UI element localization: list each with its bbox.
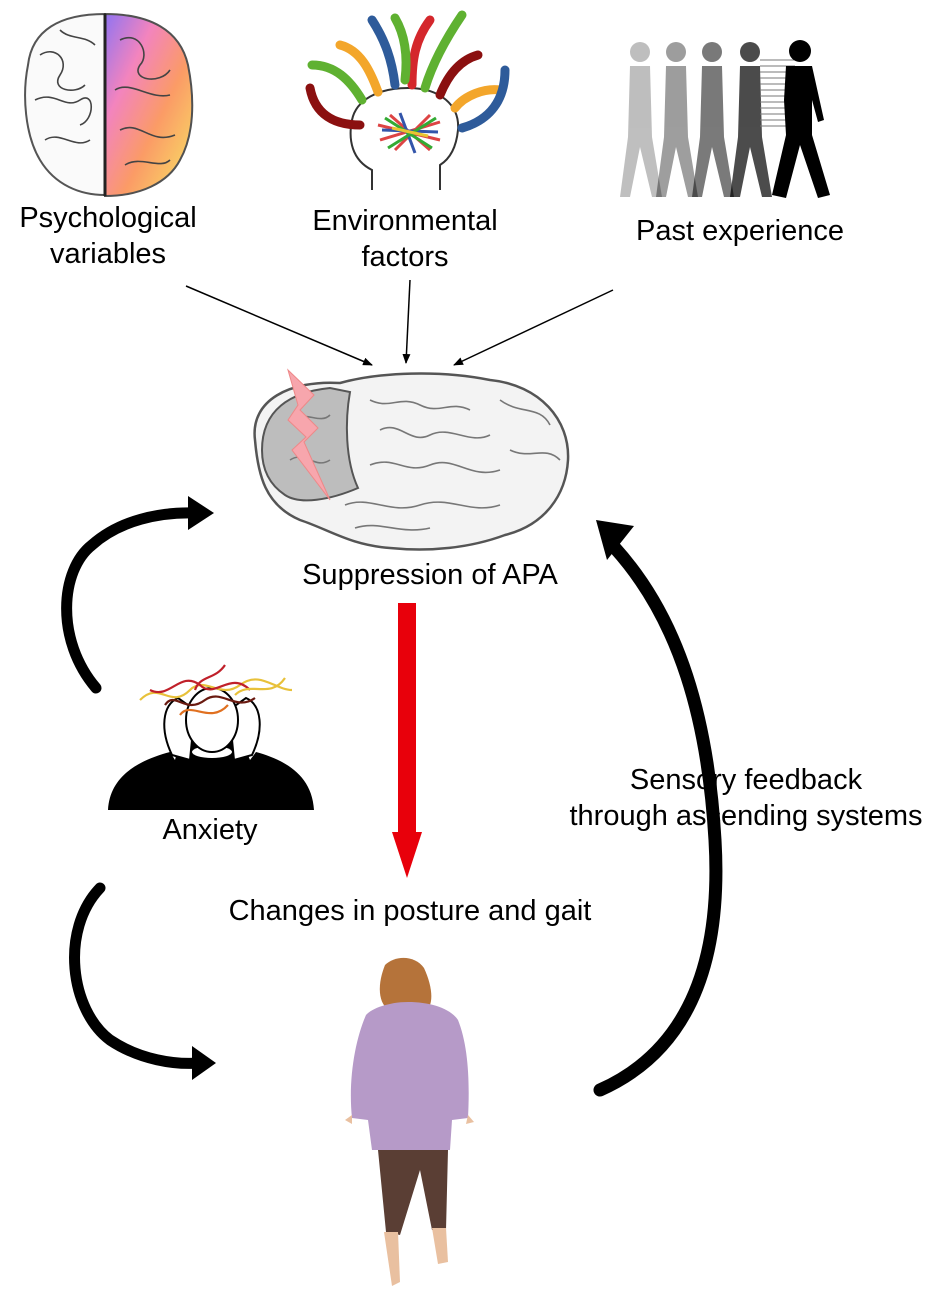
label-environmental-line1: Environmental xyxy=(312,205,498,237)
label-psychological-line2: variables xyxy=(49,238,167,270)
brain-with-lightning-icon xyxy=(253,368,570,551)
label-past-experience: Past experience xyxy=(636,215,844,247)
arrow-environmental xyxy=(402,279,411,364)
sensory-feedback-arrow xyxy=(593,520,723,1097)
label-psychological-line1: Psychological xyxy=(19,202,197,234)
input-arrows xyxy=(185,279,614,366)
head-with-converging-arrows-icon xyxy=(305,10,510,190)
walking-silhouettes-icon xyxy=(620,40,830,198)
label-suppression-of-apa: Suppression of APA xyxy=(302,559,558,591)
label-changes-in-posture-and-gait: Changes in posture and gait xyxy=(228,895,592,927)
label-sensory-line1: Sensory feedback xyxy=(629,764,863,796)
label-environmental-factors: Environmental factors xyxy=(300,203,510,275)
colorful-half-brain-icon xyxy=(24,12,194,198)
anxiety-to-brain-arrow xyxy=(61,496,214,694)
arrow-psychological xyxy=(185,285,373,366)
label-sensory-line2: through ascending systems xyxy=(569,800,923,832)
label-sensory-feedback: Sensory feedback through ascending syste… xyxy=(556,762,936,834)
label-anxiety: Anxiety xyxy=(162,814,258,846)
walking-elderly-woman-icon xyxy=(345,957,474,1286)
anxiety-to-walker-arrow xyxy=(69,882,216,1080)
arrow-past-experience xyxy=(453,289,614,366)
anxious-person-icon xyxy=(108,664,314,810)
red-down-arrow xyxy=(392,603,422,878)
label-psychological-variables: Psychological variables xyxy=(8,200,208,272)
label-environmental-line2: factors xyxy=(361,241,449,273)
